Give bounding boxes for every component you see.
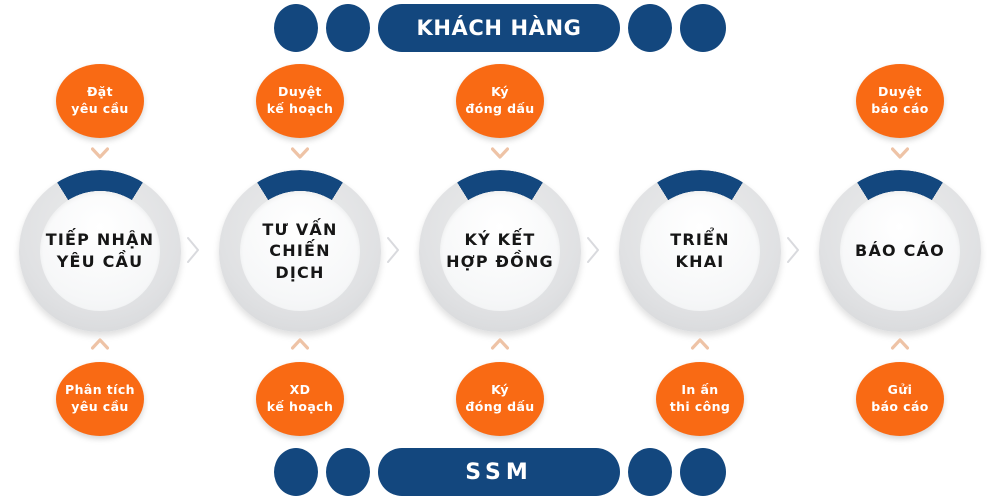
chevron-right-icon xyxy=(785,235,801,265)
chevron-right-icon xyxy=(585,235,601,265)
banner-dot-bottom-right-2 xyxy=(680,448,726,496)
banner-dot-top-right-2 xyxy=(680,4,726,52)
step-5-input-bubble: Duyệt báo cáo xyxy=(856,64,944,138)
banner-dot-bottom-left-2 xyxy=(326,448,370,496)
step-3-ring: KÝ KẾT HỢP ĐỒNG xyxy=(419,170,581,332)
banner-dot-bottom-right-1 xyxy=(628,448,672,496)
step-2-input-bubble: Duyệt kế hoạch xyxy=(256,64,344,138)
chevron-down-icon xyxy=(891,147,909,160)
step-1-ring-face: TIẾP NHẬN YÊU CẦU xyxy=(40,191,160,311)
step-1-input-bubble: Đặt yêu cầu xyxy=(56,64,144,138)
banner-dot-top-right-1 xyxy=(628,4,672,52)
step-4-ring-face: TRIỂN KHAI xyxy=(640,191,760,311)
chevron-up-icon xyxy=(91,337,109,350)
customer-banner: KHÁCH HÀNG xyxy=(0,0,1000,56)
step-4-ring: TRIỂN KHAI xyxy=(619,170,781,332)
banner-dot-bottom-left-1 xyxy=(274,448,318,496)
ssm-banner-label: SSM xyxy=(378,448,620,496)
step-2-ring: TƯ VẤN CHIẾN DỊCH xyxy=(219,170,381,332)
step-1-ring: TIẾP NHẬN YÊU CẦU xyxy=(19,170,181,332)
process-step-5: Duyệt báo cáo BÁO CÁO Gửi báo cáo xyxy=(800,0,1000,500)
step-2-title: TƯ VẤN CHIẾN DỊCH xyxy=(262,219,338,282)
step-3-title: KÝ KẾT HỢP ĐỒNG xyxy=(446,230,554,271)
process-step-2: Duyệt kế hoạch TƯ VẤN CHIẾN DỊCH XD kế h… xyxy=(200,0,400,500)
process-step-4: TRIỂN KHAI In ấn thi công xyxy=(600,0,800,500)
chevron-up-icon xyxy=(291,337,309,350)
ssm-banner: SSM xyxy=(0,444,1000,500)
chevron-up-icon xyxy=(691,337,709,350)
step-4-title: TRIỂN KHAI xyxy=(670,230,730,271)
step-1-title: TIẾP NHẬN YÊU CẦU xyxy=(45,230,155,271)
step-5-ring: BÁO CÁO xyxy=(819,170,981,332)
banner-dot-top-left-2 xyxy=(326,4,370,52)
chevron-up-icon xyxy=(491,337,509,350)
customer-banner-label: KHÁCH HÀNG xyxy=(378,4,620,52)
step-5-ring-face: BÁO CÁO xyxy=(840,191,960,311)
chevron-down-icon xyxy=(491,147,509,160)
step-5-output-bubble: Gửi báo cáo xyxy=(856,362,944,436)
step-2-output-bubble: XD kế hoạch xyxy=(256,362,344,436)
chevron-right-icon xyxy=(385,235,401,265)
step-3-ring-face: KÝ KẾT HỢP ĐỒNG xyxy=(440,191,560,311)
banner-dot-top-left-1 xyxy=(274,4,318,52)
chevron-down-icon xyxy=(291,147,309,160)
process-step-1: Đặt yêu cầu TIẾP NHẬN YÊU CẦU Phân tích … xyxy=(0,0,200,500)
chevron-right-icon xyxy=(185,235,201,265)
chevron-down-icon xyxy=(91,147,109,160)
step-3-output-bubble: Ký đóng dấu xyxy=(456,362,544,436)
chevron-up-icon xyxy=(891,337,909,350)
step-1-output-bubble: Phân tích yêu cầu xyxy=(56,362,144,436)
step-4-output-bubble: In ấn thi công xyxy=(656,362,744,436)
step-5-title: BÁO CÁO xyxy=(855,241,945,261)
process-step-3: Ký đóng dấu KÝ KẾT HỢP ĐỒNG Ký đóng dấu xyxy=(400,0,600,500)
step-2-ring-face: TƯ VẤN CHIẾN DỊCH xyxy=(240,191,360,311)
step-3-input-bubble: Ký đóng dấu xyxy=(456,64,544,138)
